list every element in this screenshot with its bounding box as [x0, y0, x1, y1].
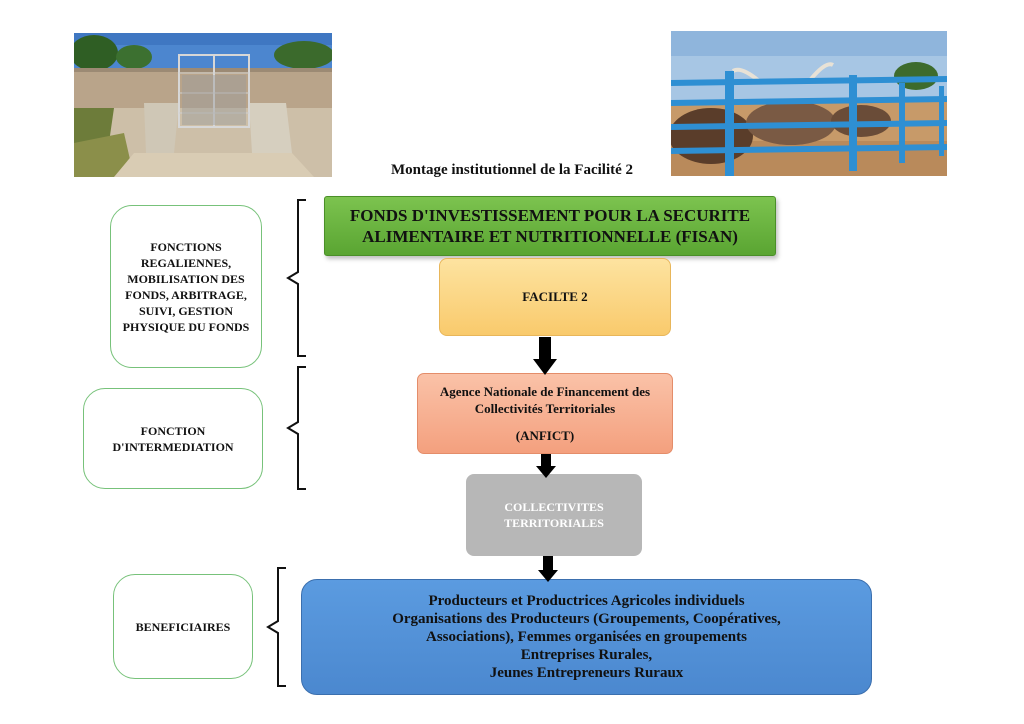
- beneficiary-line: Organisations des Producteurs (Groupemen…: [392, 611, 781, 645]
- brace-beneficiaires: [266, 567, 286, 687]
- anfict-acronym: (ANFICT): [515, 428, 575, 443]
- label-beneficiaires: BENEFICIAIRES: [113, 574, 253, 679]
- diagram-title: Montage institutionnel de la Facilité 2: [390, 162, 634, 178]
- beneficiary-line: Entreprises Rurales,: [520, 647, 653, 663]
- label-beneficiaires-text: BENEFICIAIRES: [135, 619, 231, 634]
- arrow-down-icon: [536, 454, 556, 478]
- beneficiary-line: Jeunes Entrepreneurs Ruraux: [489, 665, 684, 681]
- label-fonctions-regaliennes: FONCTIONS REGALIENNES, MOBILISATION DES …: [110, 205, 262, 368]
- anfict-name: Agence Nationale de Financement des Coll…: [439, 384, 651, 416]
- collectivites-box: COLLECTIVITES TERRITORIALES: [466, 474, 642, 556]
- arrow-down-icon: [538, 556, 558, 582]
- brace-intermediation: [286, 366, 306, 490]
- label-intermediation-text: FONCTION D'INTERMEDIATION: [112, 423, 234, 454]
- facilite-text: FACILTE 2: [522, 289, 588, 304]
- anfict-box: Agence Nationale de Financement des Coll…: [417, 373, 673, 454]
- collectivites-text: COLLECTIVITES TERRITORIALES: [504, 500, 604, 530]
- arrow-down-icon: [533, 337, 557, 375]
- irrigation-gate-photo: [74, 33, 332, 177]
- facilite-2-box: FACILTE 2: [439, 258, 671, 336]
- livestock-enclosure-photo: [671, 31, 947, 176]
- label-fonction-intermediation: FONCTION D'INTERMEDIATION: [83, 388, 263, 489]
- beneficiaries-box: Producteurs et Productrices Agricoles in…: [301, 579, 872, 695]
- brace-fonctions: [286, 199, 306, 357]
- fisan-text: FONDS D'INVESTISSEMENT POUR LA SECURITE …: [349, 206, 751, 246]
- beneficiary-line: Producteurs et Productrices Agricoles in…: [428, 593, 745, 609]
- fisan-box: FONDS D'INVESTISSEMENT POUR LA SECURITE …: [324, 196, 776, 256]
- label-fonctions-text: FONCTIONS REGALIENNES, MOBILISATION DES …: [122, 239, 250, 334]
